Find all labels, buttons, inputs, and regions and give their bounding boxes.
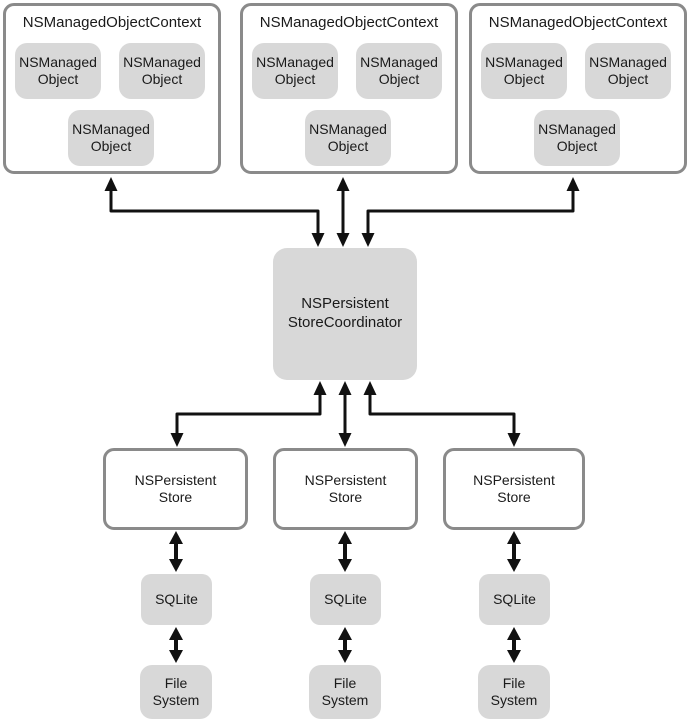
store-label: NSPersistent Store [473,471,555,506]
arrow-coordinator-store3 [363,381,521,447]
sqlite-label: SQLite [324,590,367,607]
arrow-sqlite1-filesystem1 [169,627,183,663]
sqlite-label: SQLite [155,590,198,607]
object-label: NSManaged Object [19,53,97,88]
nsmanagedobjectcontext-box-2: NSManagedObjectContext NSManaged Object … [240,3,458,174]
sqlite-box-2: SQLite [310,574,381,625]
arrow-store3-sqlite3 [507,531,521,572]
nsmanagedobject-box: NSManaged Object [534,110,620,166]
file-system-box-3: File System [478,665,550,719]
file-system-label: File System [490,674,538,709]
nsmanagedobject-box: NSManaged Object [15,43,101,99]
context-title: NSManagedObjectContext [259,14,439,31]
object-label: NSManaged Object [309,120,387,155]
object-label: NSManaged Object [123,53,201,88]
arrow-coordinator-store1 [170,381,327,447]
nsmanagedobjectcontext-box-1: NSManagedObjectContext NSManaged Object … [3,3,221,174]
nspersistentstore-box-1: NSPersistent Store [103,448,248,530]
arrow-store1-sqlite1 [169,531,183,572]
sqlite-box-1: SQLite [141,574,212,625]
nspersistentstorecoordinator-box: NSPersistent StoreCoordinator [273,248,417,380]
arrow-sqlite2-filesystem2 [338,627,352,663]
sqlite-label: SQLite [493,590,536,607]
nsmanagedobject-box: NSManaged Object [481,43,567,99]
arrow-context3-coordinator [361,177,580,247]
file-system-box-2: File System [309,665,381,719]
nsmanagedobject-box: NSManaged Object [305,110,391,166]
nsmanagedobject-box: NSManaged Object [119,43,205,99]
object-label: NSManaged Object [360,53,438,88]
arrow-store2-sqlite2 [338,531,352,572]
arrow-context1-coordinator [104,177,325,247]
arrow-coordinator-store2 [338,381,352,447]
object-label: NSManaged Object [538,120,616,155]
coordinator-label: NSPersistent StoreCoordinator [287,295,403,331]
nsmanagedobject-box: NSManaged Object [356,43,442,99]
arrow-sqlite3-filesystem3 [507,627,521,663]
nspersistentstore-box-3: NSPersistent Store [443,448,585,530]
nsmanagedobject-box: NSManaged Object [585,43,671,99]
nspersistentstore-box-2: NSPersistent Store [273,448,418,530]
object-label: NSManaged Object [485,53,563,88]
store-label: NSPersistent Store [304,471,387,506]
file-system-label: File System [321,674,369,709]
arrow-context2-coordinator [336,177,350,247]
nsmanagedobjectcontext-box-3: NSManagedObjectContext NSManaged Object … [469,3,687,174]
object-label: NSManaged Object [72,120,150,155]
file-system-label: File System [152,674,200,709]
nsmanagedobject-box: NSManaged Object [68,110,154,166]
file-system-box-1: File System [140,665,212,719]
store-label: NSPersistent Store [134,471,217,506]
object-label: NSManaged Object [589,53,667,88]
context-title: NSManagedObjectContext [488,14,668,31]
sqlite-box-3: SQLite [479,574,550,625]
object-label: NSManaged Object [256,53,334,88]
context-title: NSManagedObjectContext [22,14,202,31]
nsmanagedobject-box: NSManaged Object [252,43,338,99]
